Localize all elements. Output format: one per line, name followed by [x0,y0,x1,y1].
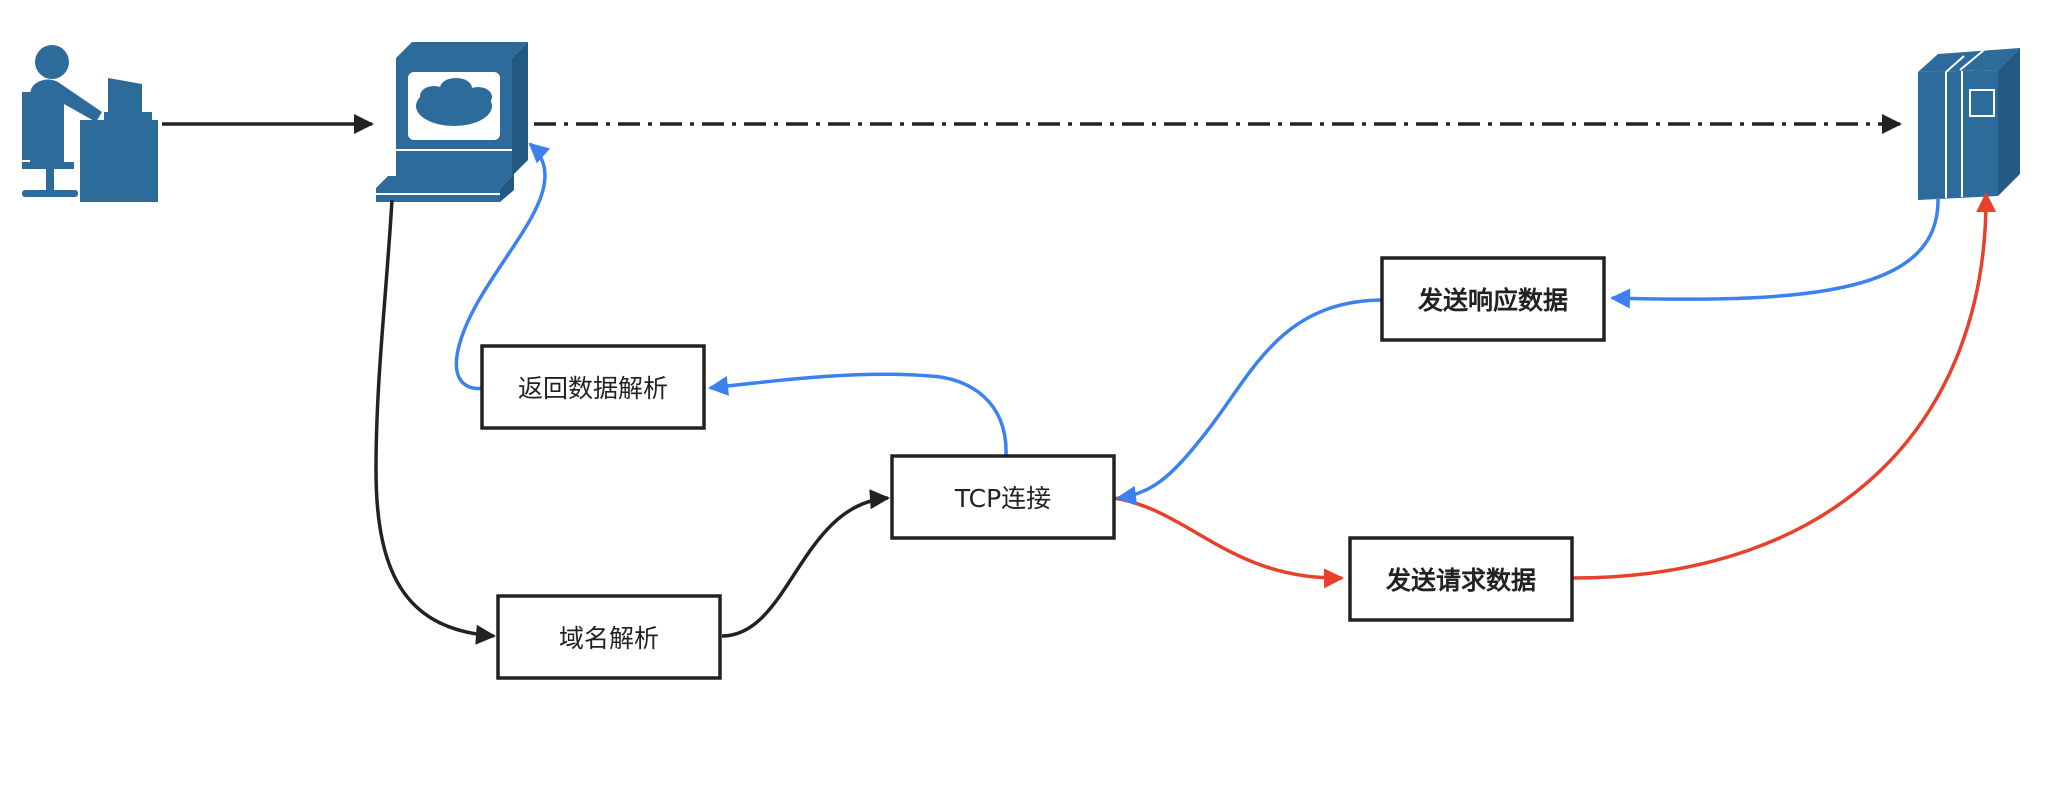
node-send-response: 发送响应数据 [1380,256,1606,342]
send-response-to-tcp-arrow [1116,298,1385,506]
node-tcp: TCP连接 [890,454,1116,540]
user-at-desk-icon [22,45,158,202]
node-send-request: 发送请求数据 [1348,536,1574,622]
node-send-response-label: 发送响应数据 [1417,286,1568,315]
server-tower-icon [1918,48,2020,200]
dns-to-tcp-arrow [721,489,890,638]
send-request-to-server-arrow [1571,192,1997,580]
tcp-to-send-request-arrow [1113,496,1344,589]
tcp-to-parse-response-arrow [708,372,1008,457]
parse-response-to-computer-arrow [454,142,551,391]
node-tcp-label: TCP连接 [954,484,1051,513]
node-dns: 域名解析 [496,594,722,680]
node-send-request-label: 发送请求数据 [1385,566,1536,595]
node-dns-label: 域名解析 [559,624,659,653]
computer-terminal-icon [376,42,528,202]
computer-to-dns-arrow [374,199,496,645]
node-parse-response-label: 返回数据解析 [518,374,668,403]
node-parse-response: 返回数据解析 [480,344,706,430]
server-to-send-response-arrow [1610,197,1940,309]
